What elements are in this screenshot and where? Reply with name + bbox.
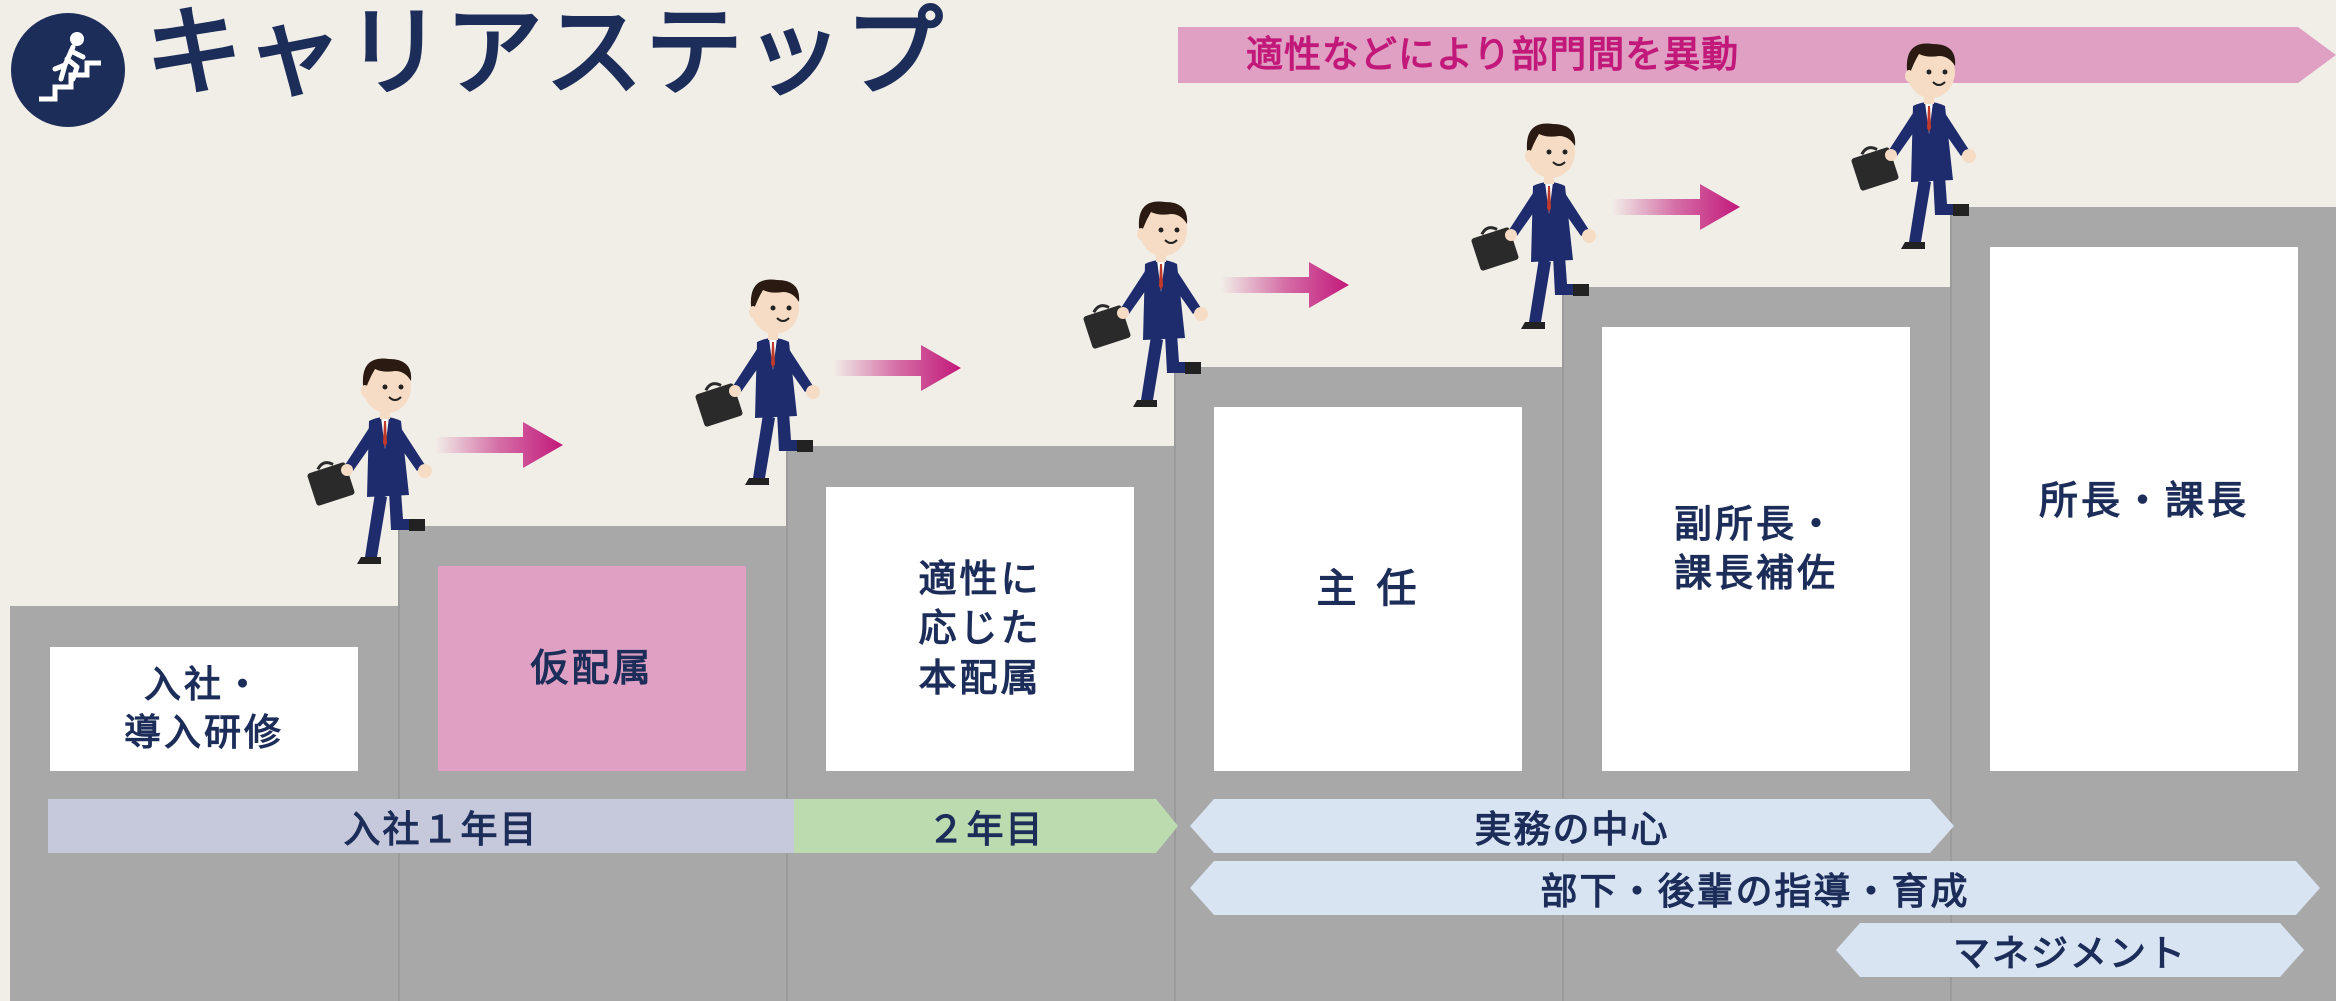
- businessman-walking-icon: [1081, 168, 1231, 418]
- period-bar-mentoring: 部下・後輩の指導・育成: [1190, 861, 2320, 915]
- step-label: 入社・ 導入研修: [124, 662, 284, 754]
- right-arrow-icon: [1612, 182, 1742, 232]
- right-arrow-icon: [435, 420, 565, 470]
- step-label: 仮配属: [530, 645, 654, 690]
- right-arrow-icon: [833, 343, 963, 393]
- businessman-walking-icon: [1469, 90, 1619, 340]
- stair-divider: [1950, 207, 1952, 1001]
- step-label: 副所長・ 課長補佐: [1673, 501, 1838, 595]
- stair-divider: [786, 446, 788, 1001]
- businessman-walking-icon: [1849, 10, 1999, 260]
- step-box-chief: 主 任: [1214, 407, 1522, 771]
- stair-divider: [1174, 367, 1176, 1001]
- step-label: 主 任: [1316, 566, 1420, 612]
- right-arrow-icon: [1221, 260, 1351, 310]
- period-label: マネジメント: [1953, 932, 2187, 975]
- step-box-joining-training: 入社・ 導入研修: [50, 647, 358, 771]
- period-bar-first-year: 入社１年目: [48, 799, 834, 853]
- page-title: キャリアステップ: [145, 0, 946, 110]
- step-box-provisional-assignment: 仮配属: [438, 566, 746, 771]
- period-bar-management: マネジメント: [1836, 923, 2304, 977]
- department-transfer-banner: [1178, 27, 2336, 83]
- person-climbing-stairs-icon: [11, 13, 125, 127]
- period-bar-core-work: 実務の中心: [1190, 799, 1954, 853]
- stair-divider: [1562, 287, 1564, 1001]
- step-label: 所長・課長: [2038, 479, 2249, 524]
- stair-divider: [398, 526, 400, 1001]
- businessman-walking-icon: [693, 246, 843, 496]
- step-box-manager: 所長・課長: [1990, 247, 2298, 771]
- businessman-walking-icon: [305, 325, 455, 575]
- step-box-main-assignment: 適性に 応じた 本配属: [826, 487, 1134, 771]
- banner-text: 適性などにより部門間を異動: [1246, 33, 1740, 76]
- period-label: 部下・後輩の指導・育成: [1540, 870, 1970, 913]
- period-label: ２年目: [927, 808, 1045, 851]
- period-label: 実務の中心: [1474, 808, 1670, 851]
- period-bar-second-year: ２年目: [794, 799, 1178, 853]
- period-label: 入社１年目: [343, 808, 539, 851]
- step-label: 適性に 応じた 本配属: [918, 556, 1042, 700]
- step-box-deputy-manager: 副所長・ 課長補佐: [1602, 327, 1910, 771]
